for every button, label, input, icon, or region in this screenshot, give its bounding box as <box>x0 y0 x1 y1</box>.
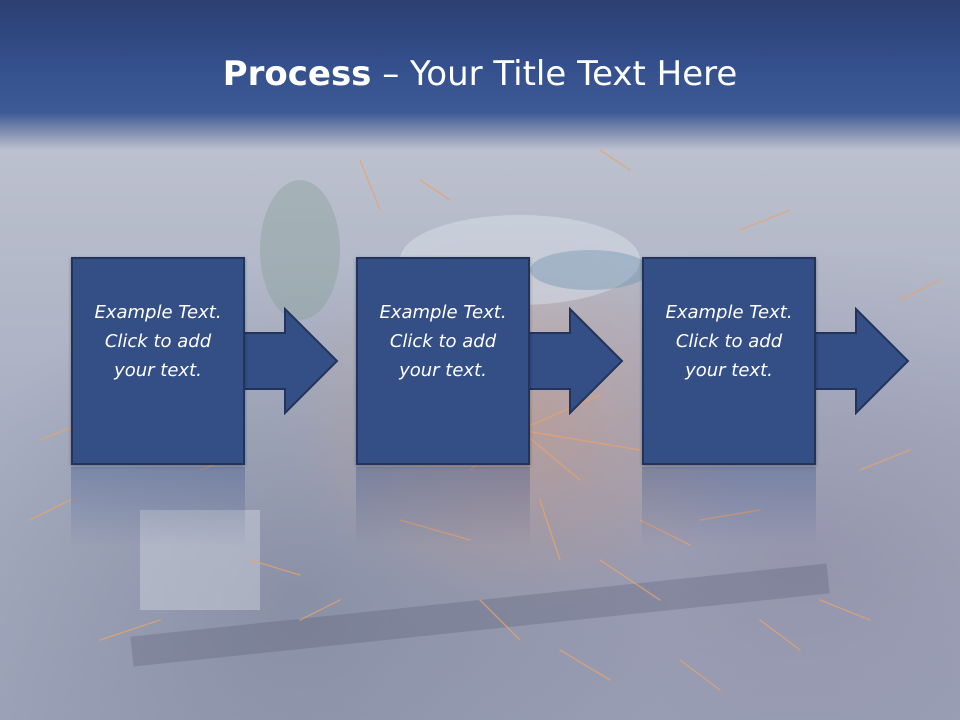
step-2-line-1: Example Text. <box>379 301 507 323</box>
title-bold-text: Process <box>222 54 372 94</box>
step-3-line-1: Example Text. <box>665 301 793 323</box>
step-1-line-3: your text. <box>114 359 202 381</box>
step-3-reflection <box>642 467 816 547</box>
step-1-line-2: Click to add <box>104 330 212 352</box>
step-3-arrow-icon <box>814 307 910 415</box>
title-band <box>0 0 960 150</box>
step-2-line-2: Click to add <box>389 330 497 352</box>
step-3-text[interactable]: Example Text. Click to add your text. <box>665 298 792 425</box>
step-3-line-2: Click to add <box>675 330 783 352</box>
step-3-line-3: your text. <box>685 359 773 381</box>
step-2-reflection <box>356 467 530 547</box>
slide-title[interactable]: Process – Your Title Text Here <box>0 52 960 96</box>
step-2-text[interactable]: Example Text. Click to add your text. <box>379 298 506 425</box>
process-step-2[interactable]: Example Text. Click to add your text. <box>356 257 530 465</box>
step-1-line-1: Example Text. <box>94 301 222 323</box>
process-step-1[interactable]: Example Text. Click to add your text. <box>71 257 245 465</box>
step-1-arrow-icon <box>243 307 339 415</box>
step-1-reflection <box>71 467 245 547</box>
step-2-line-3: your text. <box>399 359 487 381</box>
step-1-text[interactable]: Example Text. Click to add your text. <box>94 298 221 425</box>
process-step-3[interactable]: Example Text. Click to add your text. <box>642 257 816 465</box>
title-regular-text: – Your Title Text Here <box>371 54 738 94</box>
step-2-arrow-icon <box>528 307 624 415</box>
